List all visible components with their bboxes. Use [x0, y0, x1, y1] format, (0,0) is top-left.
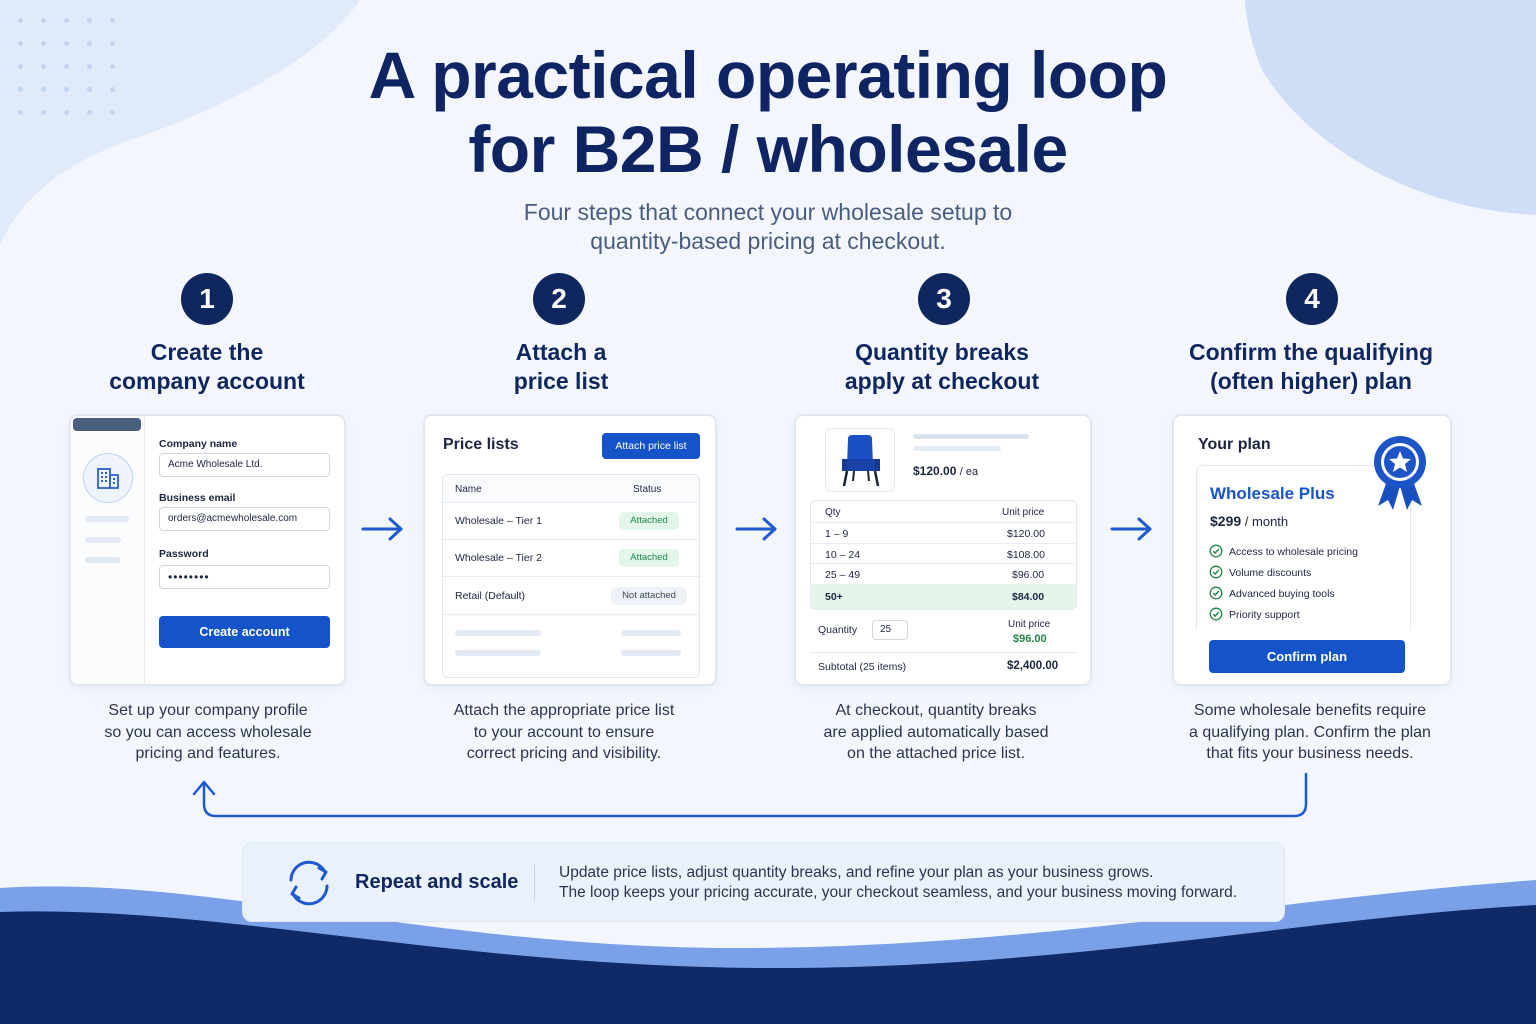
plan-feature-list: Access to wholesale pricing Volume disco…	[1209, 544, 1358, 628]
table-row: 10 – 24 $108.00	[811, 544, 1076, 564]
check-circle-icon	[1209, 586, 1223, 600]
page-subtitle: Four steps that connect your wholesale s…	[523, 199, 1013, 254]
building-icon	[83, 453, 133, 503]
loop-back-arrow	[192, 772, 1308, 818]
confirm-plan-button[interactable]: Confirm plan	[1209, 640, 1405, 673]
decorative-dot-grid	[18, 18, 133, 115]
attach-price-list-button[interactable]: Attach price list	[602, 433, 700, 459]
table-header: Name Status	[443, 475, 699, 503]
product-price: $120.00 / ea	[913, 464, 979, 478]
company-name-label: Company name	[159, 438, 238, 450]
refresh-cycle-icon	[289, 860, 329, 906]
create-account-card: Company name Acme Wholesale Ltd. Busines…	[69, 414, 346, 686]
repeat-and-scale-label: Repeat and scale	[355, 871, 519, 893]
divider	[534, 865, 535, 901]
table-row[interactable]: Retail (Default) Not attached	[443, 577, 699, 615]
quantity-breaks-table: Qty Unit price 1 – 9 $120.00 10 – 24 $10…	[810, 500, 1077, 610]
step-2-badge: 2	[533, 273, 585, 325]
list-item: Volume discounts	[1209, 565, 1358, 586]
create-account-button[interactable]: Create account	[159, 616, 330, 648]
step-4-badge: 4	[1286, 273, 1338, 325]
business-email-input[interactable]: orders@acmewholesale.com	[159, 507, 330, 531]
step-1-badge: 1	[181, 273, 233, 325]
list-item: Priority support	[1209, 607, 1358, 628]
step-3-badge: 3	[918, 273, 970, 325]
unit-price-label: Unit price	[1008, 619, 1051, 630]
plan-card: Your plan Wholesale Plus $299 / month Ac…	[1172, 414, 1452, 686]
status-badge: Not attached	[611, 587, 687, 605]
checkout-card: $120.00 / ea Qty Unit price 1 – 9 $120.0…	[794, 414, 1092, 686]
quantity-label: Quantity	[818, 624, 858, 636]
arrow-right-icon	[1110, 517, 1152, 541]
password-input[interactable]: ••••••••	[159, 565, 330, 589]
page-title: A practical operating loop for B2B / who…	[368, 38, 1168, 186]
plan-box: Wholesale Plus $299 / month Access to wh…	[1196, 465, 1411, 630]
table-row-highlighted: 50+ $84.00	[811, 584, 1076, 609]
table-row[interactable]: Wholesale – Tier 1 Attached	[443, 503, 699, 540]
table-row[interactable]: Wholesale – Tier 2 Attached	[443, 540, 699, 577]
repeat-and-scale-text: Update price lists, adjust quantity brea…	[559, 864, 1238, 901]
plan-heading: Your plan	[1198, 436, 1271, 453]
subtotal-label: Subtotal (25 items)	[818, 661, 907, 673]
subtotal-value: $2,400.00	[1007, 660, 1059, 672]
list-item: Advanced buying tools	[1209, 586, 1358, 607]
unit-price-value: $96.00	[1013, 633, 1047, 645]
table-header: Qty Unit price	[811, 501, 1076, 523]
arrow-right-icon	[735, 517, 777, 541]
company-name-input[interactable]: Acme Wholesale Ltd.	[159, 453, 330, 477]
price-lists-heading: Price lists	[443, 436, 519, 453]
status-badge: Attached	[619, 549, 679, 567]
quantity-input[interactable]: 25	[872, 620, 908, 640]
check-circle-icon	[1209, 607, 1223, 621]
plan-name: Wholesale Plus	[1210, 484, 1335, 503]
award-ribbon-icon	[1368, 434, 1432, 517]
check-circle-icon	[1209, 544, 1223, 558]
arrow-right-icon	[361, 517, 403, 541]
account-sidebar	[71, 416, 145, 684]
table-row: 25 – 49 $96.00	[811, 564, 1076, 585]
status-badge: Attached	[619, 512, 679, 530]
chair-icon	[825, 428, 895, 492]
step-4-title: Confirm the qualifying(often higher) pla…	[1188, 339, 1434, 394]
price-lists-card: Price lists Attach price list Name Statu…	[423, 414, 717, 686]
table-row: 1 – 9 $120.00	[811, 523, 1076, 544]
list-item: Access to wholesale pricing	[1209, 544, 1358, 565]
plan-price: $299 / month	[1210, 513, 1289, 529]
price-lists-table: Name Status Wholesale – Tier 1 Attached …	[442, 474, 700, 678]
repeat-and-scale-banner: Repeat and scale Update price lists, adj…	[242, 842, 1285, 922]
password-label: Password	[159, 548, 209, 560]
check-circle-icon	[1209, 565, 1223, 579]
business-email-label: Business email	[159, 492, 236, 504]
